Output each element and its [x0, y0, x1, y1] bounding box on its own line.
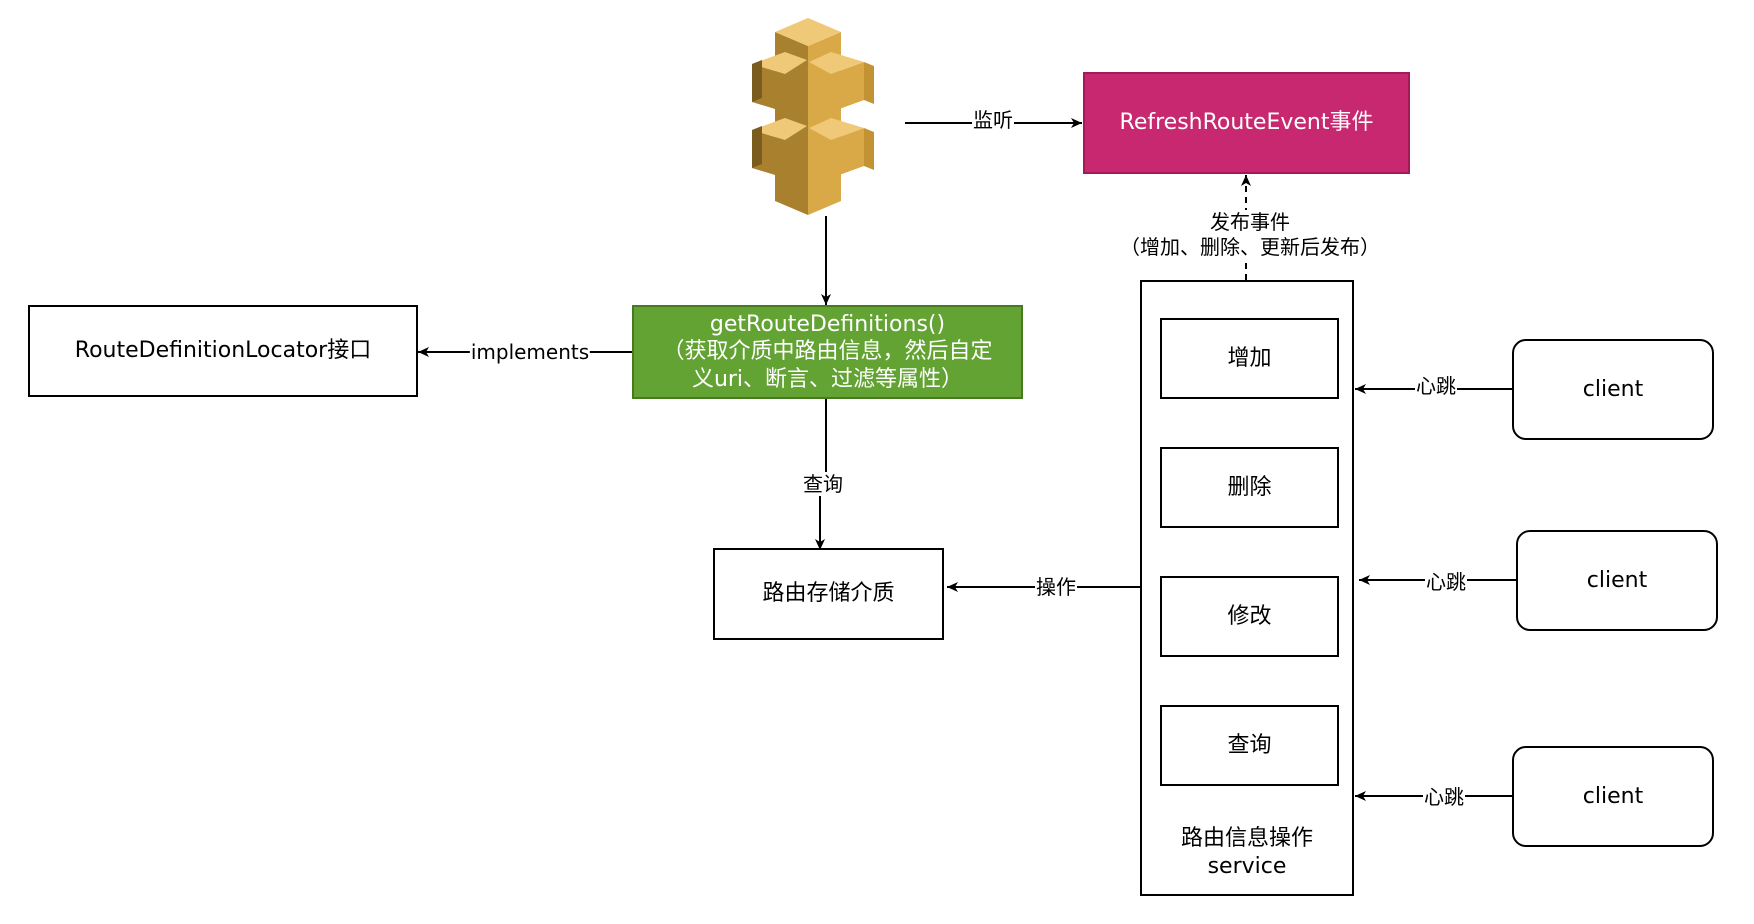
publish-label-line2: （增加、删除、更新后发布）: [1120, 235, 1380, 259]
service-op-update-label: 修改: [1227, 603, 1272, 629]
listen-label: 监听: [972, 108, 1014, 132]
event-label: RefreshRouteEvent事件: [1119, 110, 1374, 136]
refresh-route-event-node[interactable]: RefreshRouteEvent事件: [1083, 72, 1410, 174]
service-op-add[interactable]: 增加: [1160, 318, 1339, 399]
storage-label: 路由存储介质: [762, 581, 895, 607]
service-op-delete-label: 删除: [1227, 474, 1272, 500]
implements-label: implements: [469, 340, 591, 364]
operate-label: 操作: [1035, 575, 1077, 599]
aws-api-gateway-icon: [752, 18, 874, 215]
get-route-definitions-node[interactable]: getRouteDefinitions() （获取介质中路由信息，然后自定 义u…: [632, 305, 1023, 399]
service-title-line2: service: [1207, 853, 1287, 879]
get-route-line3: 义uri、断言、过滤等属性）: [691, 366, 964, 392]
heartbeat-label-2: 心跳: [1425, 570, 1467, 594]
get-route-line1: getRouteDefinitions(): [709, 311, 946, 337]
service-op-query[interactable]: 查询: [1160, 705, 1339, 786]
service-title: 路由信息操作 service: [1140, 825, 1354, 880]
client-node-1[interactable]: client: [1512, 339, 1714, 440]
heartbeat-label-3: 心跳: [1423, 785, 1465, 809]
client-label-1: client: [1582, 376, 1644, 402]
publish-label-line1: 发布事件: [1210, 210, 1290, 234]
service-op-update[interactable]: 修改: [1160, 576, 1339, 657]
route-definition-locator-node[interactable]: RouteDefinitionLocator接口: [28, 305, 418, 397]
locator-label: RouteDefinitionLocator接口: [74, 338, 372, 364]
client-label-3: client: [1582, 783, 1644, 809]
service-op-delete[interactable]: 删除: [1160, 447, 1339, 528]
client-label-2: client: [1586, 567, 1648, 593]
service-title-line1: 路由信息操作: [1180, 826, 1313, 851]
client-node-2[interactable]: client: [1516, 530, 1718, 631]
get-route-line2: （获取介质中路由信息，然后自定: [662, 339, 993, 365]
service-op-add-label: 增加: [1227, 345, 1272, 371]
heartbeat-label-1: 心跳: [1415, 374, 1457, 398]
query-label: 查询: [802, 472, 844, 496]
client-node-3[interactable]: client: [1512, 746, 1714, 847]
route-storage-node[interactable]: 路由存储介质: [713, 548, 944, 640]
service-op-query-label: 查询: [1227, 732, 1272, 758]
publish-label: 发布事件 （增加、删除、更新后发布）: [1120, 210, 1380, 260]
